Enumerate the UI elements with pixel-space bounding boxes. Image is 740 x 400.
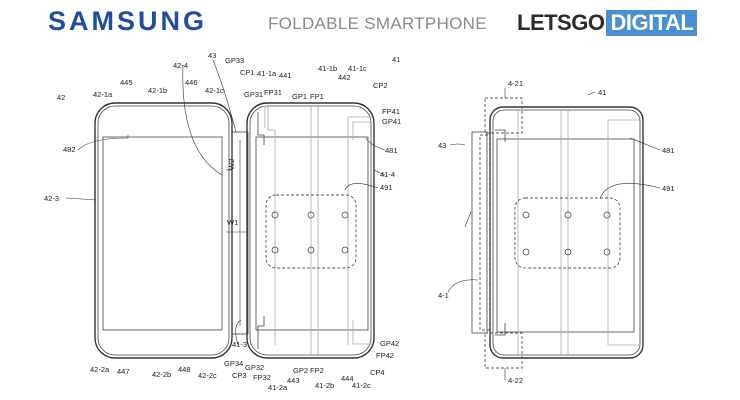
label-447: 447 [117,367,130,376]
region-4-21 [484,97,523,134]
label-FP1: FP1 [310,92,324,101]
hinge-43 [226,131,249,335]
header: SAMSUNG FOLDABLE SMARTPHONE LETSGO DIGIT… [0,0,740,46]
label-GP1: GP1 [292,92,307,101]
label-CP4: CP4 [370,368,385,377]
samsung-logo: SAMSUNG [48,6,208,36]
label-41-1a: 41-1a [257,69,277,78]
label-FP32: FP32 [253,373,271,382]
label-CP1: CP1 [240,68,255,77]
logo-part-letsgo: LETSGO [517,10,605,35]
label-GP2: GP2 [293,366,308,375]
label-42-2a: 42-2a [90,365,110,374]
region-4-22 [484,332,523,369]
letsgodigital-logo: LETSGO DIGITAL [517,10,698,36]
label-41-2a: 41-2a [268,383,288,392]
label-41-1c: 41-1c [348,64,367,73]
label-491: 491 [380,183,393,192]
zone-491-right [514,197,621,269]
label-41-2b: 41-2b [315,381,334,390]
label-43-right: 43 [438,141,446,150]
label-41-3: 41-3 [232,340,247,349]
hinge-43-folded [471,129,506,336]
label-41-4: 41-4 [380,170,395,179]
label-GP32: GP32 [245,363,264,372]
label-4-1: 4-1 [438,291,449,300]
label-GP33: GP33 [225,56,244,65]
label-42-2b: 42-2b [152,370,171,379]
label-448: 448 [178,365,191,374]
phone-41-folded [489,106,644,359]
label-CP2: CP2 [373,81,388,90]
figure-left: 42 42-1a 445 42-1b 446 42-1c 42-4 43 GP3… [44,51,401,392]
phone-42 [94,102,233,359]
label-W1: W1 [227,218,238,227]
label-W2: W2 [227,159,236,170]
label-FP41: FP41 [382,107,400,116]
label-445: 445 [120,78,133,87]
label-42-1b: 42-1b [148,86,167,95]
label-41-right: 41 [598,88,606,97]
label-GP34: GP34 [224,359,243,368]
logo-part-digital: DIGITAL [606,10,698,36]
zone-491-left [265,194,357,269]
label-GP41: GP41 [382,117,401,126]
label-42-2c: 42-2c [198,371,217,380]
label-444: 444 [341,374,354,383]
page-title: FOLDABLE SMARTPHONE [268,14,487,33]
label-442: 442 [338,73,351,82]
label-441: 441 [279,71,292,80]
label-42-1c: 42-1c [205,86,224,95]
label-4-21: 4-21 [508,79,523,88]
leader-lines-right [447,88,661,380]
label-41-1b: 41-1b [318,64,337,73]
label-482: 482 [63,145,76,154]
label-GP42: GP42 [380,339,399,348]
label-GP31: GP31 [244,90,263,99]
label-FP31: FP31 [264,88,282,97]
label-42-3: 42-3 [44,194,59,203]
figure-right: 4-21 41 43 481 491 4-1 4-22 [438,79,675,385]
label-FP42: FP42 [376,351,394,360]
phone-41 [246,102,375,359]
label-481-right: 481 [662,146,675,155]
label-CP3: CP3 [232,371,247,380]
label-42-4: 42-4 [173,61,188,70]
label-4-22: 4-22 [508,376,523,385]
label-41: 41 [392,55,400,64]
label-41-2c: 41-2c [352,381,371,390]
label-443: 443 [287,376,300,385]
leader-lines-left [65,59,386,346]
label-42: 42 [57,93,65,102]
label-42-1a: 42-1a [93,90,113,99]
label-481: 481 [385,146,398,155]
label-FP2: FP2 [310,366,324,375]
label-43: 43 [208,51,216,60]
label-491-right: 491 [662,184,675,193]
label-446: 446 [185,78,198,87]
